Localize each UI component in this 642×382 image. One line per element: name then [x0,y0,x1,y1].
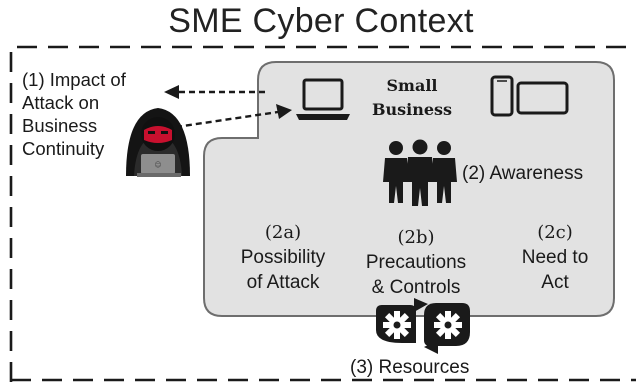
item-line: Need to [521,247,589,268]
phone-icon [490,75,514,117]
diagram-title: SME Cyber Context [168,2,474,40]
item-number: (2c) [537,222,573,243]
hacker-icon: ☺ [126,108,190,177]
tablet-icon [516,81,569,115]
precautions-controls-item: (2b) Precautions & Controls [341,225,491,300]
attack-arrows [164,85,292,129]
impact-line: Continuity [22,138,105,159]
impact-line: Business [22,115,98,136]
item-line: of Attack [246,272,320,293]
gears-cycle-icon [376,298,470,354]
item-line: & Controls [371,277,461,298]
need-to-act-item: (2c) Need to Act [480,220,630,295]
impact-label: (1) Impact of Attack on Business Continu… [22,68,126,160]
small-business-line: Business [371,100,453,119]
resources-label: (3) Resources [350,357,470,378]
item-line: Precautions [365,252,467,273]
item-number: (2a) [264,222,302,243]
awareness-label: (2) Awareness [462,163,584,184]
laptop-icon [296,78,350,120]
small-business-panel [203,61,615,317]
svg-text:☺: ☺ [154,161,161,169]
item-line: Possibility [240,247,326,268]
people-icon [383,139,457,206]
item-number: (2b) [397,227,435,248]
context-boundary [9,45,636,382]
possibility-of-attack-item: (2a) Possibility of Attack [208,220,358,295]
small-business-label: Small Business [366,74,458,122]
impact-line: (1) Impact of [22,69,126,90]
small-business-line: Small [386,76,438,95]
impact-line: Attack on [22,92,100,113]
item-line: Act [541,272,569,293]
